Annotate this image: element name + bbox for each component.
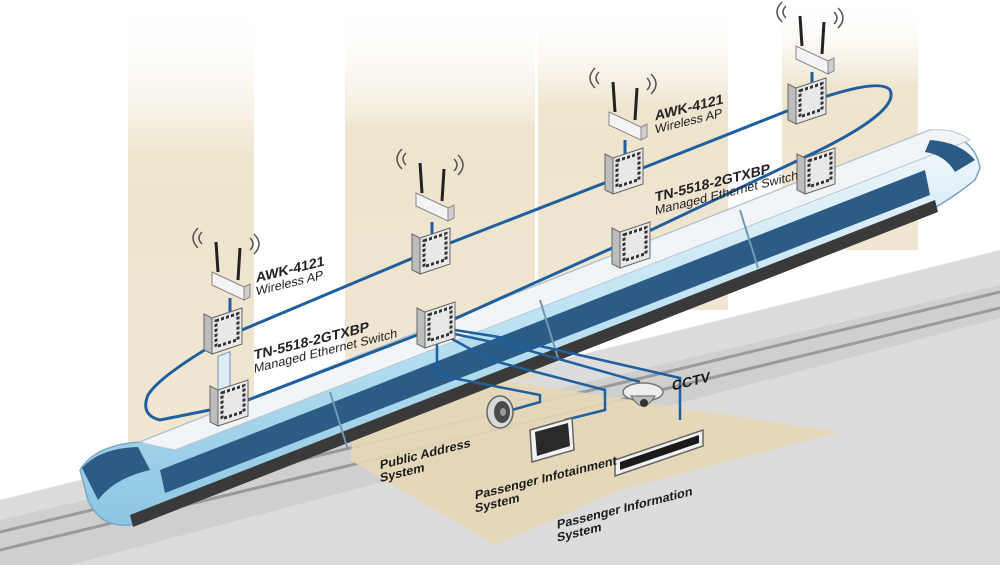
managed-switch — [203, 307, 243, 355]
floor-projection — [350, 380, 840, 545]
train — [79, 129, 981, 527]
managed-switch — [796, 147, 836, 195]
car-gap — [739, 209, 759, 269]
cable-to-cctv — [449, 331, 641, 384]
managed-switch — [611, 221, 651, 269]
managed-switch — [787, 77, 827, 125]
info-display-icon — [614, 428, 704, 478]
wireless-ap — [589, 67, 657, 141]
train-roof — [138, 129, 971, 451]
managed-switch — [604, 147, 644, 195]
cctv-camera-icon — [622, 382, 664, 407]
cable-to-infotainment — [444, 333, 607, 422]
car-gap — [329, 391, 349, 451]
speaker-icon — [486, 395, 514, 429]
wireless-ap — [776, 1, 844, 75]
cable-to-info-display — [454, 328, 682, 420]
train-door — [217, 351, 231, 392]
managed-switch — [416, 301, 456, 349]
infotainment-screen-icon — [529, 417, 575, 463]
train-nose-rear — [925, 140, 975, 172]
cable-to-pa — [435, 335, 542, 412]
train-nose-front — [82, 447, 150, 500]
train-underframe — [130, 200, 938, 527]
wireless-ap — [396, 148, 464, 222]
wireless-ap — [192, 227, 260, 301]
coverage-beam — [128, 0, 254, 450]
managed-switch — [209, 379, 249, 427]
train-window-band — [160, 170, 930, 493]
managed-switch — [411, 227, 451, 275]
